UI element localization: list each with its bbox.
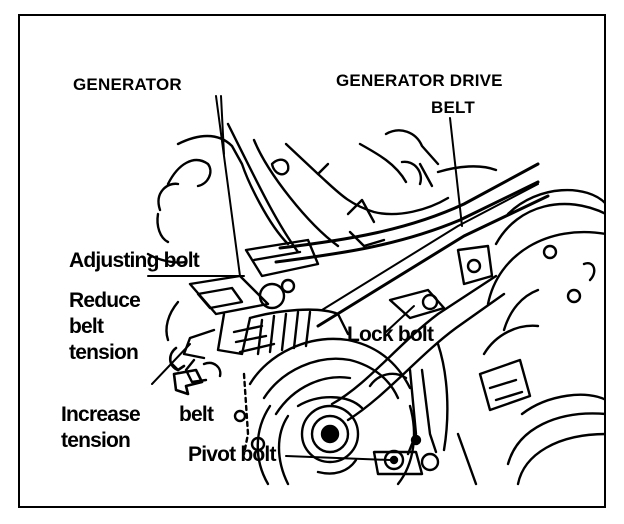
leader-lines (147, 95, 463, 461)
label-increase: Increase (61, 403, 141, 426)
generator-body (165, 238, 350, 384)
leader-pivot (285, 455, 391, 461)
engine-illustration (18, 95, 606, 508)
label-increase-belt: belt (179, 403, 214, 426)
engine-body (146, 122, 498, 264)
increase-arrow (172, 368, 204, 396)
label-reduce-tension: tension (69, 341, 139, 364)
label-adjusting-bolt: Adjusting bolt (69, 249, 200, 272)
leader-lock (385, 305, 415, 333)
label-drive-belt-line2: BELT (431, 98, 475, 117)
generator-housing (233, 337, 416, 486)
crank-pulley (486, 188, 606, 332)
label-drive-belt-line1: GENERATOR DRIVE (336, 71, 503, 90)
leader-generator-2 (220, 95, 225, 155)
label-increase-tension: tension (61, 429, 131, 452)
adjust-arrows (168, 346, 204, 396)
bracket (388, 244, 494, 320)
label-lock-bolt: Lock bolt (347, 323, 434, 346)
pivot-bolt-assembly (368, 342, 449, 476)
label-pivot-bolt: Pivot bolt (188, 443, 276, 466)
leader-generator (215, 95, 241, 277)
label-reduce: Reduce (69, 289, 141, 312)
crank-area (456, 324, 606, 486)
label-reduce-belt: belt (69, 315, 104, 338)
diagram-frame (18, 14, 606, 508)
label-generator: GENERATOR (73, 75, 182, 94)
drive-belt (274, 162, 550, 422)
leader-belt (449, 117, 463, 227)
